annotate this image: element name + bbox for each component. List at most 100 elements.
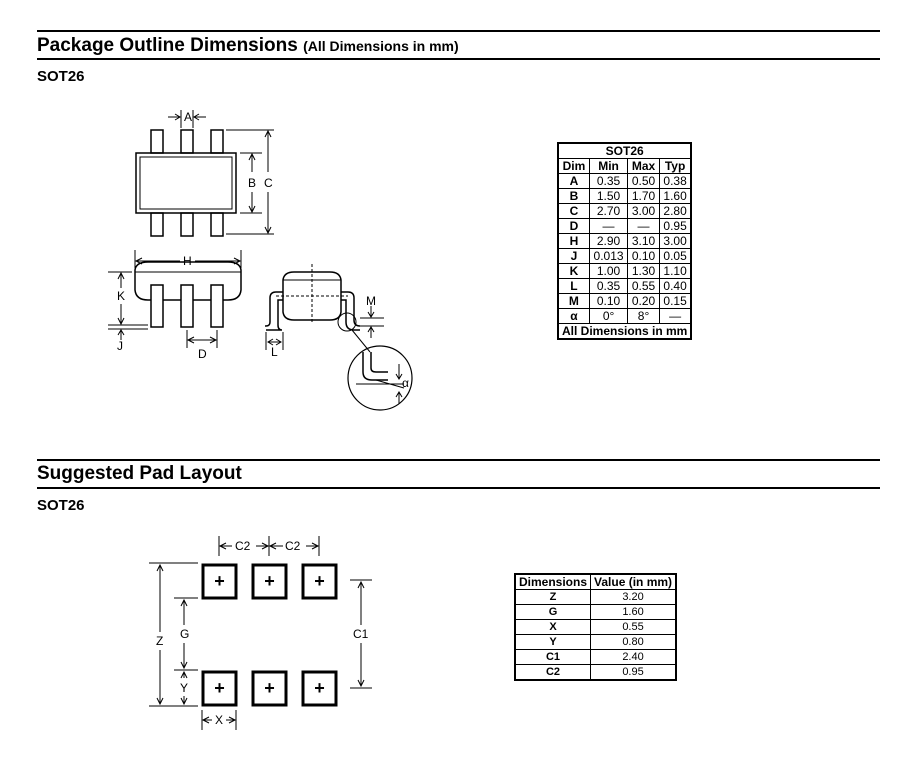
lead-bottom-2 (180, 212, 194, 237)
dim-cell-value: 0.40 (658, 278, 692, 294)
lead-top-2 (180, 129, 194, 154)
label-J: J (117, 339, 123, 353)
section2-title: Suggested Pad Layout (37, 463, 242, 484)
dim-header-max: Max (627, 158, 660, 174)
dim-cell-value: 2.70 (588, 203, 629, 219)
dim-cell-value: 0.15 (658, 293, 692, 309)
detail-circle (347, 345, 413, 411)
dim-cell-value: 0.35 (588, 173, 629, 189)
pad-4: + (201, 670, 238, 707)
section1-title-text: Package Outline Dimensions (37, 35, 298, 56)
pad-2: + (251, 563, 288, 600)
pad-cell-value: 0.80 (590, 634, 677, 650)
label-L: L (271, 345, 278, 359)
label-alpha: α (402, 376, 409, 390)
table-row: D——0.95 (557, 218, 692, 234)
pad-1: + (201, 563, 238, 600)
front-view-body (134, 261, 242, 301)
dim-cell-value: 0.35 (588, 278, 629, 294)
section1-title: Package Outline Dimensions (All Dimensio… (37, 35, 459, 57)
pad-center-mark: + (314, 678, 325, 698)
pad-square (201, 563, 238, 600)
pad-center-mark: + (264, 678, 275, 698)
pad-cell-value: 2.40 (590, 649, 677, 665)
top-view-inner (139, 156, 233, 210)
front-lead-3 (210, 284, 224, 328)
pad-square (251, 563, 288, 600)
dim-cell-value: 1.30 (627, 263, 660, 279)
dim-table-header: Dim Min Max Typ (557, 158, 692, 174)
pad-square (251, 670, 288, 707)
pad-square (301, 670, 338, 707)
section1-title-note: (All Dimensions in mm) (303, 38, 459, 54)
pad-center-mark: + (214, 571, 225, 591)
label-M: M (366, 294, 376, 308)
top-rule (37, 30, 880, 32)
pad-cell-name: Y (514, 634, 592, 650)
front-lead-2 (180, 284, 194, 328)
dim-cell-value: 1.00 (588, 263, 629, 279)
pad-cell-value: 0.95 (590, 664, 677, 681)
dim-cell-value: 0° (588, 308, 629, 324)
label-K: K (117, 289, 125, 303)
side-lead-right (341, 291, 361, 327)
label-C2-1: C2 (235, 539, 251, 553)
pad-center-mark: + (214, 678, 225, 698)
front-lead-1 (150, 284, 164, 328)
lead-bottom-3 (210, 212, 224, 237)
dim-cell-value: 0.20 (627, 293, 660, 309)
pad-cell-value: 3.20 (590, 589, 677, 605)
pad-cell-name: C2 (514, 664, 592, 681)
dim-cell-value: 1.50 (588, 188, 629, 204)
dim-cell-value: 8° (627, 308, 660, 324)
pad-square (301, 563, 338, 600)
dim-cell-value: 1.60 (658, 188, 692, 204)
pad-cell-name: G (514, 604, 592, 620)
label-C2-2: C2 (285, 539, 301, 553)
label-H: H (183, 254, 192, 268)
pad-cell-value: 1.60 (590, 604, 677, 620)
dim-cell-value: 1.70 (627, 188, 660, 204)
side-lead-left (265, 291, 283, 327)
pad-6: + (301, 670, 338, 707)
label-C: C (264, 176, 273, 190)
label-X: X (215, 713, 223, 727)
label-G: G (180, 627, 189, 641)
label-A: A (184, 110, 192, 124)
dim-cell-value: 0.05 (658, 248, 692, 264)
pad-header-value: Value (in mm) (590, 573, 677, 590)
pad-cell-value: 0.55 (590, 619, 677, 635)
section1-package: SOT26 (37, 68, 85, 85)
label-D: D (198, 347, 207, 361)
label-Z: Z (156, 634, 163, 648)
lead-bottom-1 (150, 212, 164, 237)
dim-cell-value: 1.10 (658, 263, 692, 279)
section2-rule (37, 487, 880, 489)
lead-top-1 (150, 129, 164, 154)
dim-table-footer: All Dimensions in mm (557, 323, 692, 340)
label-C1: C1 (353, 627, 369, 641)
dim-cell-value: 0.10 (588, 293, 629, 309)
dim-cell-value: 3.00 (627, 203, 660, 219)
pad-table-header: Dimensions Value (in mm) (514, 573, 677, 590)
dim-cell-value: — (658, 308, 692, 324)
dim-cell-value: 0.10 (627, 248, 660, 264)
pad-5: + (251, 670, 288, 707)
pad-center-mark: + (314, 571, 325, 591)
pad-square (201, 670, 238, 707)
section1-rule (37, 58, 880, 60)
